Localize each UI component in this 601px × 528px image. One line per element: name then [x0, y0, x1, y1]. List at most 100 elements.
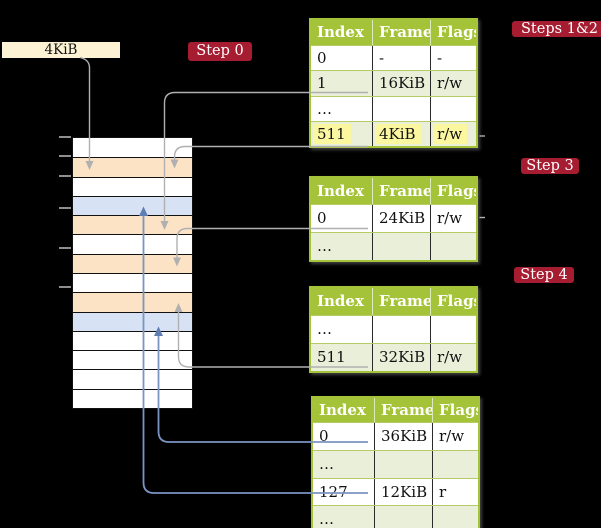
table-row: 127 12KiB r [313, 477, 478, 506]
badge-step-3: Step 3 [521, 158, 579, 174]
table-cell [432, 506, 478, 528]
table-cell [430, 96, 476, 121]
table-cell [374, 506, 432, 528]
table-row: … [311, 95, 476, 121]
table-cell: 36KiB [374, 423, 432, 450]
memory-tick [59, 206, 71, 209]
table-cell: 0 [311, 205, 372, 232]
table-cell [372, 316, 430, 343]
table-cell: … [311, 233, 372, 260]
memory-frame-row-white [73, 350, 192, 370]
cell-value: r [439, 482, 447, 501]
table-row: … [311, 232, 476, 260]
table-cell [372, 96, 430, 121]
table-cell [430, 233, 476, 260]
memory-tick [59, 135, 71, 138]
table-header-frame: Frame [372, 20, 430, 45]
highlighted-value: 511 [313, 123, 351, 144]
table-cell: … [311, 97, 372, 121]
memory-frame-row-orange [73, 253, 192, 273]
cell-value: 511 [317, 348, 346, 366]
memory-frame-row-blue [73, 311, 192, 331]
table-row: … [313, 505, 478, 528]
table-header-row: IndexFrameFlags [311, 178, 476, 204]
table-row: … [313, 449, 478, 478]
table-cell: 24KiB [372, 205, 430, 232]
page-table-steps-1-2: IndexFrameFlags 0 -- 1 16KiB r/w … 511 4KiB r/w [309, 18, 478, 149]
cell-value: 16KiB [379, 74, 426, 93]
table-row: 1 16KiB r/w [311, 70, 476, 96]
cell-value: … [317, 320, 332, 338]
table-cell [432, 450, 478, 478]
memory-frame-row-white [73, 369, 192, 389]
table-row: 511 4KiB r/w [311, 120, 476, 147]
table-cell: 32KiB [372, 344, 430, 371]
table-header-index: Index [319, 401, 366, 419]
table-cell: 4KiB [372, 121, 430, 147]
page-table-step-3: IndexFrameFlags 0 24KiB r/w … [309, 176, 478, 262]
cell-value: r/w [439, 427, 465, 445]
highlighted-value: r/w [433, 123, 468, 144]
cell-value: 0 [317, 209, 327, 227]
table-header-row: IndexFrameFlags [311, 288, 476, 315]
table-header-index: Index [317, 182, 364, 200]
memory-frame-row-white [73, 273, 192, 293]
table-cell [430, 316, 476, 343]
table-cell: r/w [430, 121, 476, 147]
cell-value: 127 [319, 482, 348, 501]
cell-value: … [319, 454, 334, 473]
cell-value: 1 [317, 74, 327, 93]
table-row: 0 24KiB r/w [311, 204, 476, 232]
memory-frame-row-white [73, 234, 192, 254]
memory-frame-row-white [73, 138, 192, 158]
memory-tick [59, 154, 71, 157]
memory-tick [59, 246, 71, 249]
table-cell: - [372, 46, 430, 71]
cell-value: … [319, 510, 334, 528]
table-header-row: IndexFrameFlags [311, 20, 476, 45]
memory-tick [59, 174, 71, 177]
table-cell: … [313, 451, 374, 478]
cell-value: … [317, 99, 332, 118]
table-cell: - [430, 46, 476, 71]
page-table-step-4-lower: IndexFrameFlags036KiBr/w…12712KiBr… [311, 396, 480, 528]
memory-frame-row-white [73, 176, 192, 196]
table-cell: r/w [430, 344, 476, 371]
table-row: … [311, 315, 476, 343]
cell-value: 24KiB [379, 209, 426, 227]
table-cell: 16KiB [372, 71, 430, 96]
memory-frame-row-white [73, 330, 192, 351]
table-row: 0 -- [311, 45, 476, 71]
cell-value: 0 [319, 427, 329, 445]
badge-step-4: Step 4 [514, 267, 574, 283]
highlighted-value: 4KiB [375, 123, 421, 144]
table-cell: r/w [432, 423, 478, 450]
memory-frame-row-orange [73, 157, 192, 177]
table-header-flags: Flags [430, 20, 476, 45]
table-cell: r [432, 478, 478, 506]
table-cell: 12KiB [374, 478, 432, 506]
table-header-frame: Frame [372, 288, 430, 315]
cell-value: 32KiB [379, 348, 426, 366]
table-row: 0 36KiB r/w [313, 422, 478, 450]
table-header-flags: Flags [430, 178, 476, 204]
table-cell: 511 [311, 122, 372, 146]
page-size-label: 4KiB [2, 42, 120, 58]
table-cell: 1 [311, 71, 372, 95]
cell-value: 0 [317, 49, 327, 67]
memory-frame-row-white [73, 388, 192, 408]
cell-value: r/w [437, 209, 463, 227]
physical-memory-column [72, 137, 193, 409]
memory-frame-row-blue [73, 195, 192, 216]
arrow-pte511-to-frame-4kib [170, 145, 368, 169]
memory-frame-row-orange [73, 215, 192, 235]
table-cell [372, 233, 430, 260]
memory-frame-row-orange [73, 292, 192, 312]
table-header-flags: Flags [432, 398, 478, 422]
badge-steps-1-2: Steps 1&2 [512, 21, 601, 37]
table-header-flags: Flags [430, 288, 476, 315]
cell-value: r/w [437, 74, 463, 93]
